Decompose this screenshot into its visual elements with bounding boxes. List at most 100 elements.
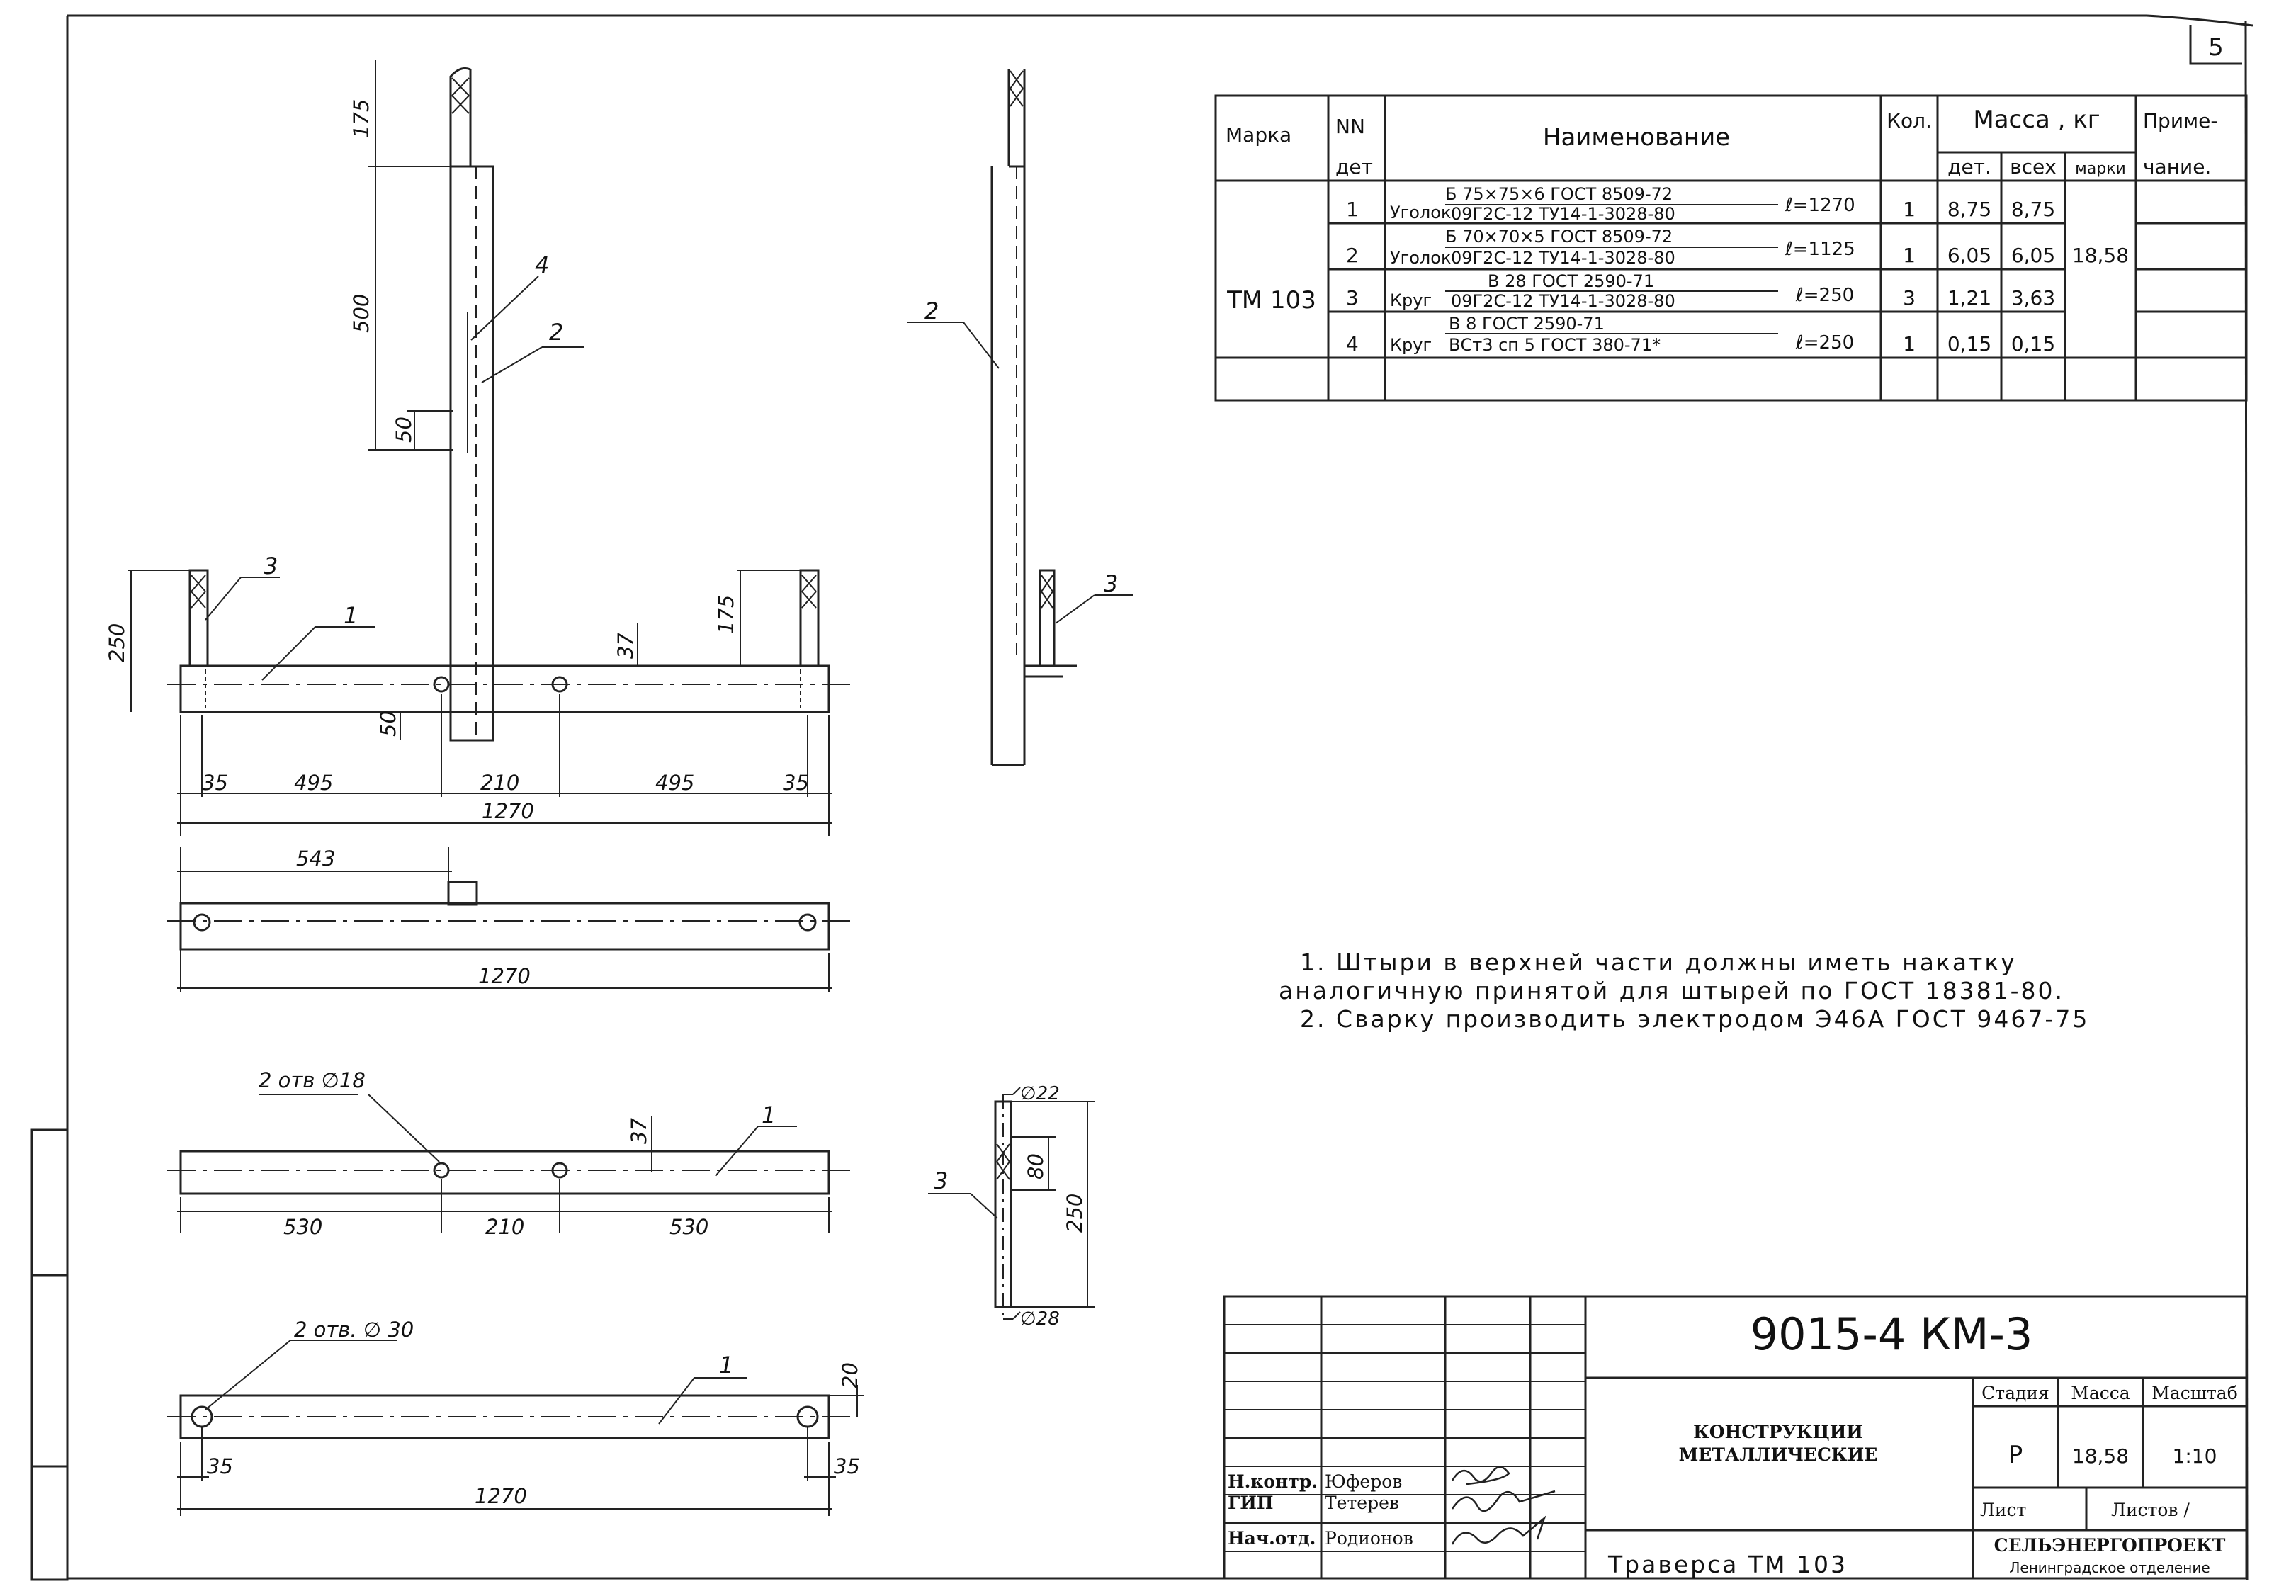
role-label: ГИП: [1228, 1493, 1274, 1513]
dim-250: 250: [105, 623, 129, 662]
dim-175-top: 175: [349, 99, 373, 138]
dim-175-right: 175: [714, 595, 738, 634]
header-mark: Марка: [1226, 123, 1291, 147]
row-mass-part: 8,75: [1947, 198, 1991, 221]
table-row: 2 Уголок Б 70×70×5 ГОСТ 8509-72 09Г2С-12…: [1346, 227, 2055, 268]
header-qty: Кол.: [1887, 109, 1932, 132]
position-label-2: 2: [549, 319, 563, 346]
plan-view: 543 1270: [167, 847, 850, 992]
role-label: Нач.отд.: [1228, 1528, 1316, 1549]
dim-530-right: 530: [669, 1215, 708, 1239]
holes-label: 2 отв ∅18: [259, 1068, 366, 1092]
stage-value: Р: [2008, 1441, 2023, 1469]
position-label-3: 3: [1104, 570, 1118, 597]
dim-35-right: 35: [783, 771, 809, 795]
dim-50-top: 50: [392, 417, 416, 443]
dim-80: 80: [1024, 1153, 1048, 1179]
dim-210: 210: [480, 771, 519, 795]
person-name: Тетерев: [1325, 1493, 1399, 1513]
row-mass-all: 8,75: [2011, 198, 2055, 221]
document-title-line-1: КОНСТРУКЦИИ: [1693, 1422, 1863, 1442]
scale-header: Масштаб: [2151, 1383, 2238, 1403]
position-label-2: 2: [924, 298, 939, 324]
title-block: 9015-4 КМ-3 КОНСТРУКЦИИ МЕТАЛЛИЧЕСКИЕ Ст…: [1223, 1295, 2248, 1580]
part3-view: ∅22 80 250 ∅28 3: [928, 1083, 1095, 1330]
dim-530-left: 530: [283, 1215, 322, 1239]
position-label-1: 1: [762, 1102, 776, 1128]
scale-value: 1:10: [2173, 1444, 2217, 1468]
row-qty: 1: [1903, 244, 1916, 267]
row-qty: 1: [1903, 332, 1916, 356]
row-mass-all: 6,05: [2011, 244, 2055, 267]
note-line-2: аналогичную принятой для штырей по ГОСТ …: [1279, 977, 2064, 1004]
row-mass-part: 0,15: [1947, 332, 1991, 356]
part1-view-a: 2 отв ∅18 37 530 210 530 1: [167, 1068, 850, 1239]
signature-scribbles: [1451, 1466, 1556, 1545]
document-code: 9015-4 КМ-3: [1751, 1308, 2033, 1360]
note-line-1: 1. Штыри в верхней части должны иметь на…: [1300, 949, 2017, 976]
header-mass-all: всех: [2010, 155, 2057, 179]
drawing-name: Траверса ТМ 103: [1607, 1551, 1848, 1578]
dim-dia-22: ∅22: [1020, 1083, 1060, 1104]
dim-250: 250: [1063, 1194, 1087, 1233]
row-length: ℓ=250: [1795, 332, 1854, 353]
sheet-number-box: 5: [2189, 25, 2242, 65]
mass-header: Масса: [2071, 1383, 2130, 1403]
mark-value: ТМ 103: [1226, 286, 1316, 315]
header-name: Наименование: [1543, 123, 1730, 152]
spec-table: Марка NN дет Наименование Кол. Масса , к…: [1214, 94, 2248, 402]
dim-35-right: 35: [834, 1454, 860, 1478]
main-elevation-view: 175 500 50 250 175 37 50 35 495 210 495 …: [105, 60, 857, 836]
header-part-no-2: дет: [1335, 155, 1373, 179]
part1-view-b: 2 отв. ∅ 30 20 35 35 1270 1: [167, 1318, 864, 1516]
header-note-2: чание.: [2143, 155, 2211, 179]
row-type: Уголок: [1390, 248, 1451, 268]
table-row: 1 Уголок Б 75×75×6 ГОСТ 8509-72 09Г2С-12…: [1346, 184, 2055, 224]
row-spec-bottom: ВСт3 сп 5 ГОСТ 380-71*: [1449, 335, 1661, 355]
row-no: 3: [1346, 286, 1359, 310]
row-type: Круг: [1390, 335, 1432, 355]
organization-name: СЕЛЬЭНЕРГОПРОЕКТ: [1994, 1535, 2226, 1556]
dim-495-right: 495: [655, 771, 694, 795]
dim-495-left: 495: [294, 771, 333, 795]
header-part-no: NN: [1335, 115, 1365, 138]
mark-mass-value: 18,58: [2072, 244, 2129, 267]
document-title-line-2: МЕТАЛЛИЧЕСКИЕ: [1679, 1444, 1878, 1465]
header-mass: Масса , кг: [1973, 106, 2100, 134]
row-spec-bottom: 09Г2С-12 ТУ14-1-3028-80: [1451, 204, 1675, 224]
position-label-1: 1: [344, 602, 358, 629]
dim-500: 500: [349, 294, 373, 333]
row-qty: 1: [1903, 198, 1916, 221]
row-type: Круг: [1390, 290, 1432, 310]
dim-543: 543: [296, 847, 335, 871]
role-label: Н.контр.: [1228, 1471, 1318, 1492]
position-label-4: 4: [535, 251, 549, 278]
row-no: 4: [1346, 332, 1359, 356]
position-label-3: 3: [934, 1167, 948, 1194]
mass-value: 18,58: [2072, 1444, 2129, 1468]
row-mass-part: 1,21: [1947, 286, 1991, 310]
dim-1270: 1270: [475, 1484, 527, 1508]
organization-subdivision: Ленинградское отделение: [2009, 1559, 2210, 1576]
row-spec-top: В 28 ГОСТ 2590-71: [1488, 271, 1654, 291]
row-spec-bottom: 09Г2С-12 ТУ14-1-3028-80: [1451, 291, 1675, 311]
holes-label: 2 отв. ∅ 30: [294, 1318, 414, 1342]
row-mass-part: 6,05: [1947, 244, 1991, 267]
row-length: ℓ=250: [1795, 285, 1854, 306]
dim-1270: 1270: [482, 799, 534, 823]
row-length: ℓ=1125: [1785, 239, 1855, 260]
general-notes: 1. Штыри в верхней части должны иметь на…: [1279, 949, 2089, 1033]
row-mass-all: 3,63: [2011, 286, 2055, 310]
table-row: 4 Круг В 8 ГОСТ 2590-71 ВСт3 сп 5 ГОСТ 3…: [1346, 314, 2055, 356]
sheet-header: Лист: [1980, 1500, 2026, 1520]
dim-35-left: 35: [202, 771, 228, 795]
row-spec-top: В 8 ГОСТ 2590-71: [1449, 314, 1605, 334]
row-length: ℓ=1270: [1785, 195, 1855, 216]
header-mass-mark: марки: [2075, 160, 2126, 178]
header-note: Приме-: [2143, 109, 2217, 132]
row-qty: 3: [1903, 286, 1916, 310]
note-line-3: 2. Сварку производить электродом Э46А ГО…: [1300, 1005, 2089, 1033]
row-spec-top: Б 70×70×5 ГОСТ 8509-72: [1445, 227, 1673, 247]
dim-37: 37: [627, 1118, 651, 1144]
table-row: 3 Круг В 28 ГОСТ 2590-71 09Г2С-12 ТУ14-1…: [1346, 271, 2055, 311]
